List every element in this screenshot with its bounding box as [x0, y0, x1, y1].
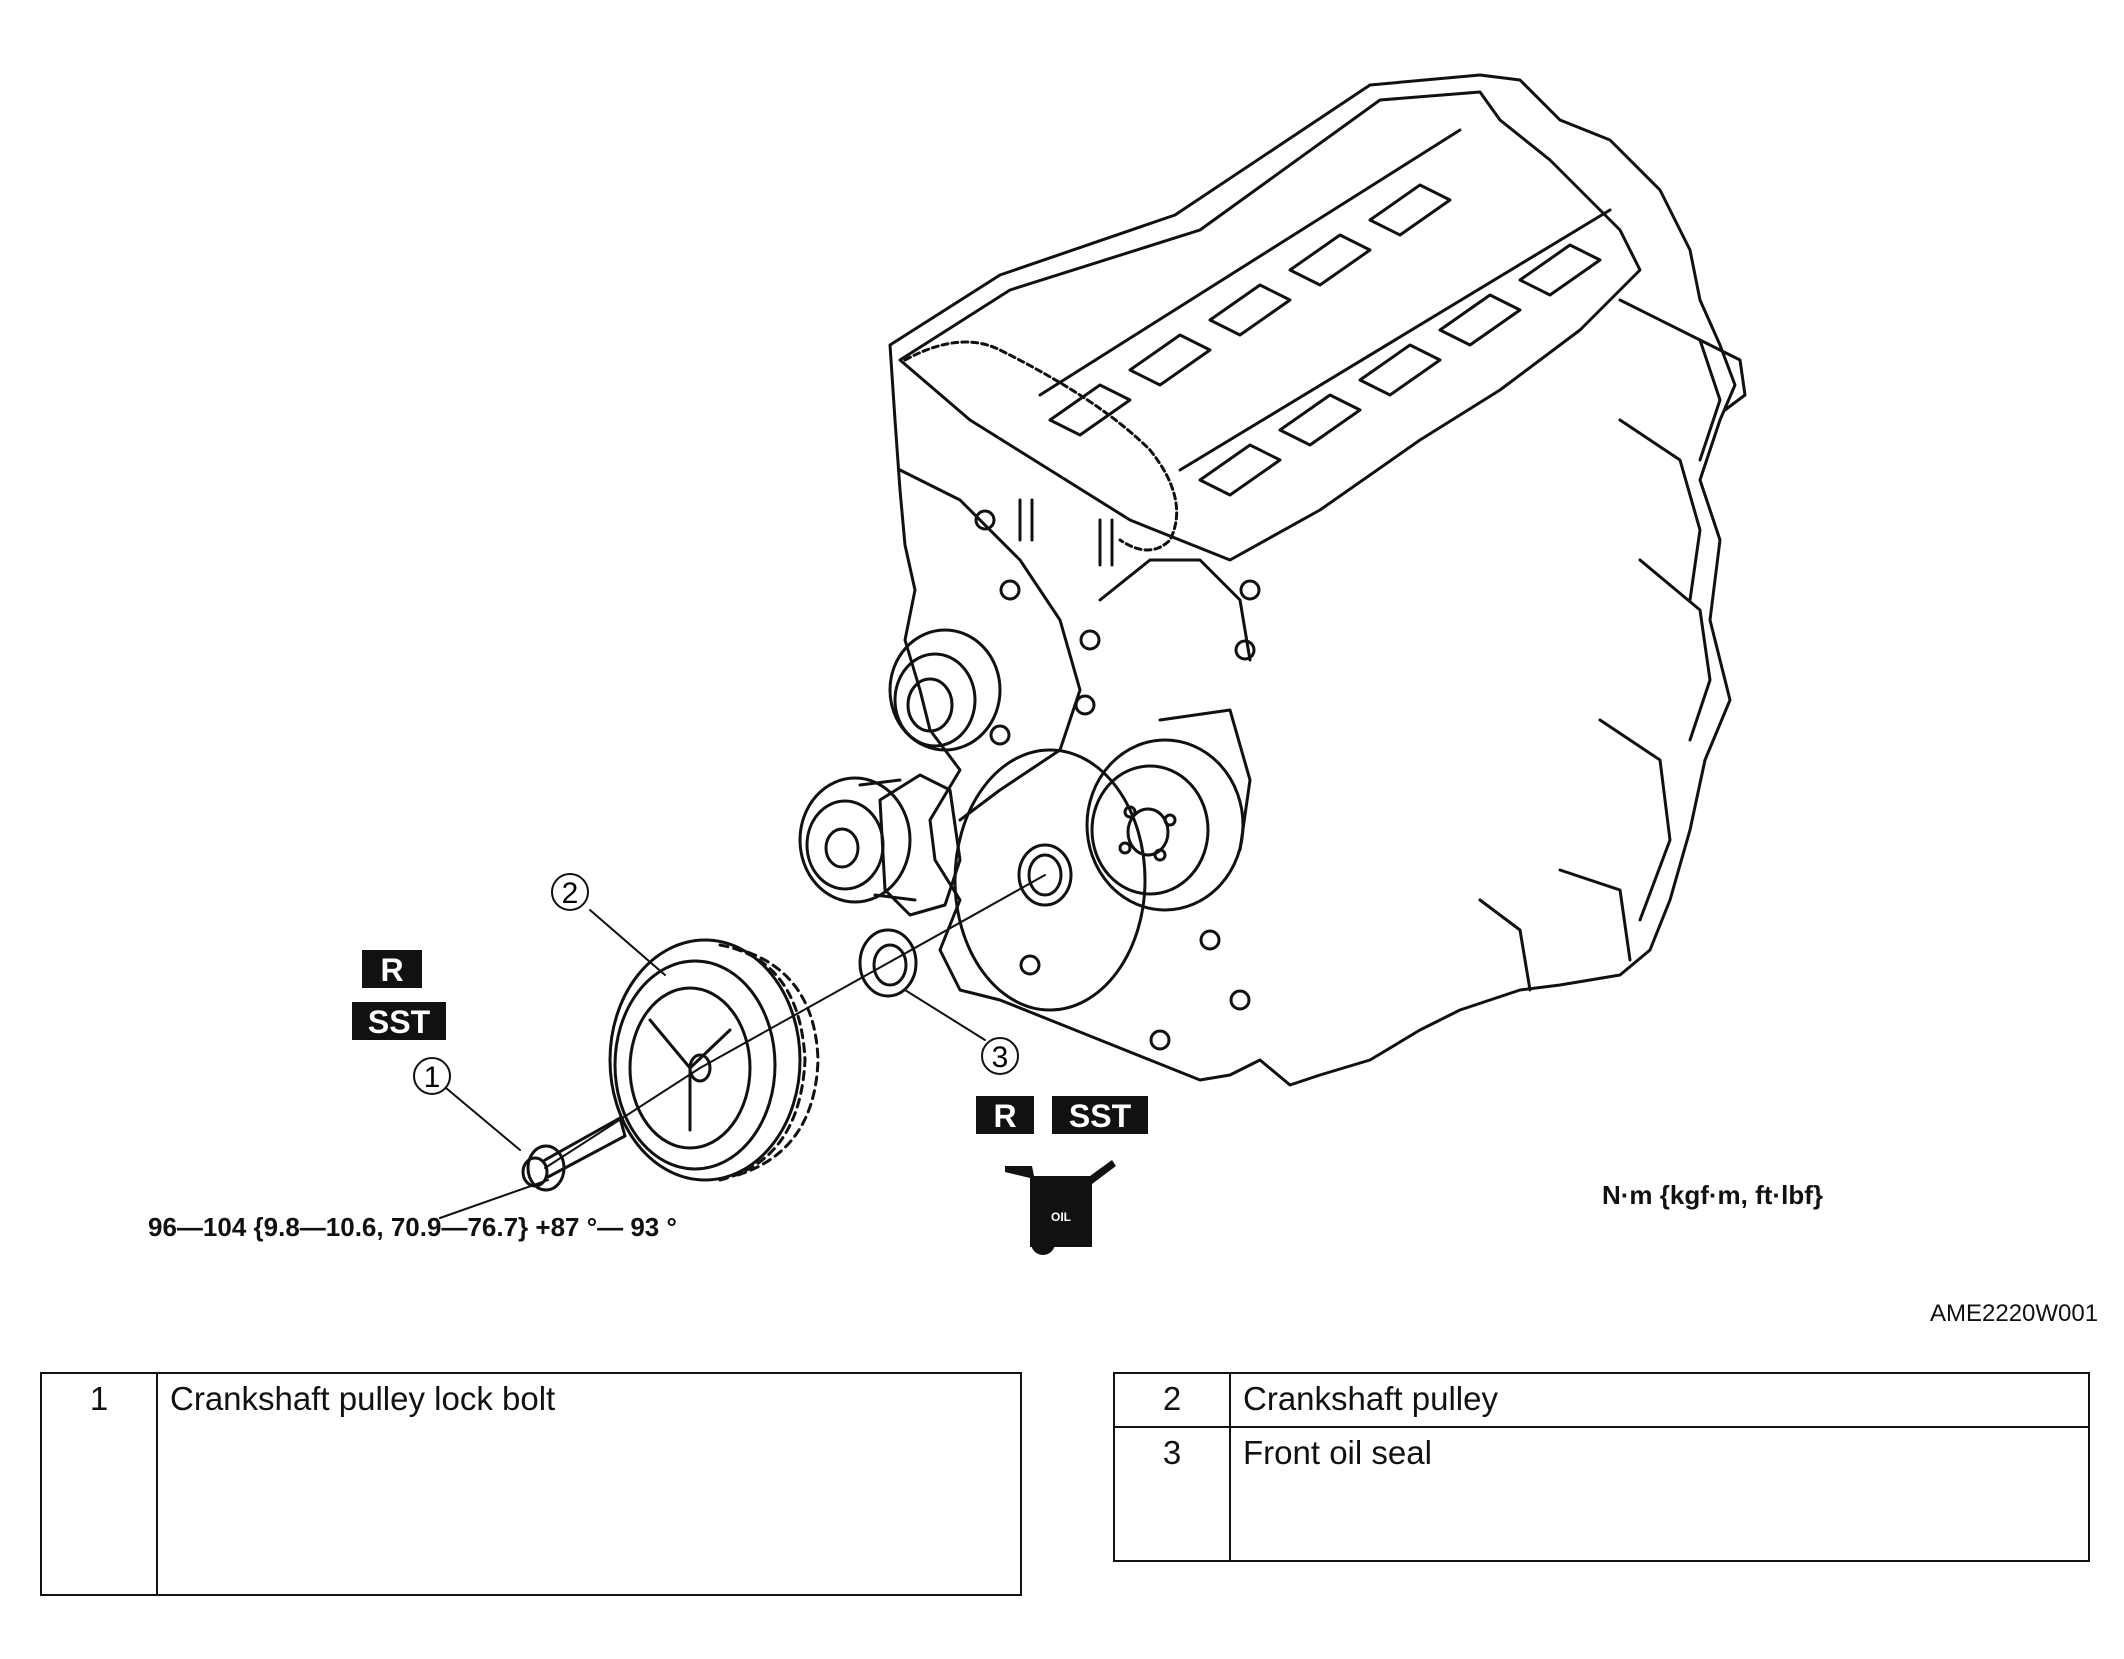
sst-badge-seal [1052, 1096, 1148, 1134]
part-name: Crankshaft pulley lock bolt [156, 1372, 1022, 1596]
table-row: 1 Crankshaft pulley lock bolt [40, 1372, 1022, 1596]
part-number: 2 [1113, 1372, 1231, 1428]
sst-badge-bolt-text: SST [368, 1004, 431, 1040]
callout-number-3: 3 [992, 1041, 1009, 1074]
callout-circle-3 [981, 1037, 1019, 1075]
replace-badge-seal-text: R [993, 1098, 1016, 1134]
part-name: Crankshaft pulley [1229, 1372, 2090, 1428]
part-name: Front oil seal [1229, 1426, 2090, 1562]
replace-badge-bolt-text: R [380, 952, 403, 988]
part-number: 1 [40, 1372, 158, 1596]
callout-circle-1 [413, 1057, 451, 1095]
leader-line-2 [589, 909, 666, 976]
engine-block [888, 73, 1747, 1087]
torque-units-note: N·m {kgf·m, ft·lbf} [1602, 1180, 1823, 1210]
water-pump-pulley [1085, 708, 1252, 912]
sst-badge-seal-text: SST [1069, 1098, 1132, 1134]
callout-number-2: 2 [562, 877, 579, 910]
torque-spec: 96—104 {9.8—10.6, 70.9—76.7} +87 °— 93 ° [148, 1212, 677, 1242]
leader-line-3 [904, 989, 986, 1041]
leader-line-torque [439, 1179, 549, 1219]
belt-tensioner [798, 773, 962, 917]
table-row: 2 Crankshaft pulley [1113, 1372, 2090, 1428]
part-number: 3 [1113, 1426, 1231, 1562]
crankshaft-pulley [608, 938, 820, 1182]
replace-badge-bolt [362, 950, 422, 988]
table-row: 3 Front oil seal [1113, 1426, 2090, 1562]
leader-line-1 [445, 1087, 521, 1151]
oil-can-icon: OIL [1005, 1160, 1116, 1255]
lock-bolt [521, 1116, 627, 1192]
parts-legend-right: 2 Crankshaft pulley 3 Front oil seal [1113, 1372, 2090, 1562]
oil-can-label: OIL [1051, 1210, 1071, 1224]
figure-id: AME2220W001 [1930, 1300, 2099, 1327]
parts-legend-left: 1 Crankshaft pulley lock bolt [40, 1372, 1022, 1596]
front-oil-seal [858, 928, 918, 998]
assembly-centerline [544, 874, 1046, 1169]
idler-pulley-upper [888, 628, 1002, 752]
replace-badge-seal [976, 1096, 1034, 1134]
front-cover [953, 748, 1147, 1012]
sst-badge-bolt [352, 1002, 446, 1040]
callout-circle-2 [551, 873, 589, 911]
callout-number-1: 1 [424, 1061, 441, 1094]
